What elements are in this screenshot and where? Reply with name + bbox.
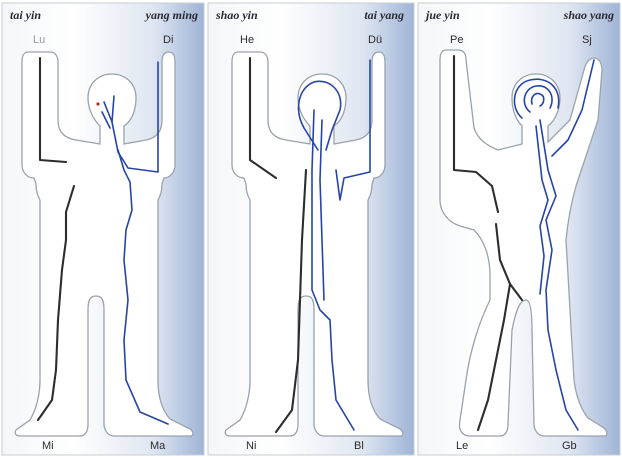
point-label-bottom-left: Ni — [246, 440, 256, 452]
yin-channel-label: tai yin — [10, 8, 41, 22]
yang-channel-label: yang ming — [144, 8, 198, 22]
yang-channel-label: tai yang — [364, 8, 404, 22]
yin-channel-label: shao yin — [215, 8, 258, 22]
point-label-bottom-left: Le — [456, 440, 468, 452]
yin-channel-label: jue yin — [424, 8, 460, 22]
point-label-bottom-left: Mi — [42, 440, 54, 452]
point-label-top-left: Pe — [450, 34, 463, 46]
panel-shao-yin-tai-yang: shao yin tai yang He Dü Ni Bl — [208, 3, 414, 455]
face-point-marker — [96, 102, 99, 105]
point-label-bottom-right: Bl — [354, 440, 364, 452]
panel-jue-yin-shao-yang: jue yin shao yang Pe Sj Le Gb — [418, 3, 620, 455]
yang-channel-label: shao yang — [563, 8, 614, 22]
point-label-top-left: He — [240, 34, 254, 46]
point-label-top-right: Sj — [582, 34, 592, 46]
point-label-top-left: Lu — [33, 34, 45, 46]
point-label-bottom-right: Ma — [150, 440, 166, 452]
point-label-top-right: Di — [163, 34, 173, 46]
panel-tai-yin-yang-ming: tai yin yang ming Lu Di Mi Ma — [2, 3, 204, 455]
point-label-bottom-right: Gb — [562, 440, 577, 452]
point-label-top-right: Dü — [368, 34, 382, 46]
